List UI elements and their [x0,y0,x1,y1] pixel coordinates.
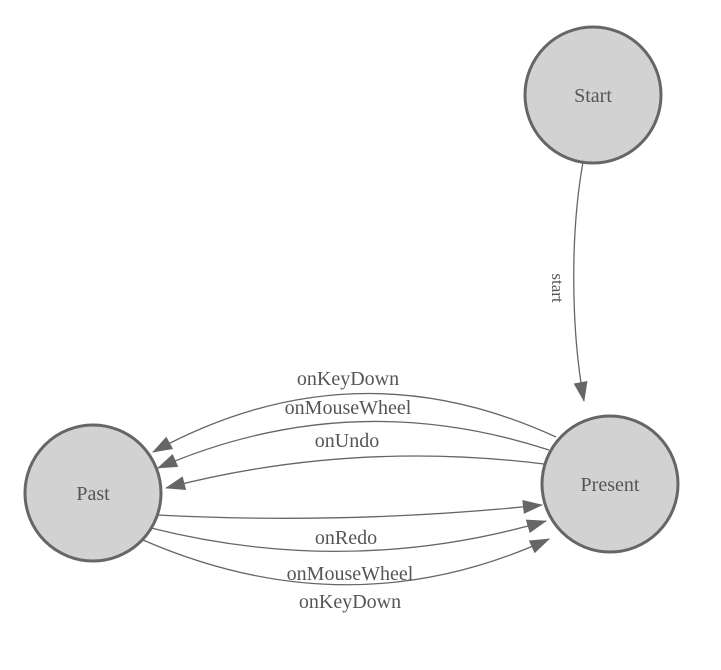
edge-past-to-present-onmousewheel[interactable] [150,519,547,553]
edge-present-to-past-onkeydown[interactable] [152,392,557,453]
edge-past-to-present-onredo[interactable] [156,500,543,519]
edge-label-onkeydown-top: onKeyDown [297,368,399,390]
edge-label-onmousewheel-top: onMouseWheel [285,397,412,419]
edge-present-to-past-onmousewheel[interactable] [157,420,550,469]
edge-label-onkeydown-bottom: onKeyDown [299,591,401,613]
state-node-present[interactable] [540,414,680,554]
edge-label-start: start [548,273,567,303]
edge-present-to-past-onundo[interactable] [165,455,545,490]
state-node-past[interactable] [23,423,163,563]
edge-label-onredo: onRedo [315,527,377,549]
edge-label-onundo: onUndo [315,430,379,452]
state-node-start[interactable] [523,25,663,165]
edge-past-to-present-onkeydown[interactable] [142,538,550,586]
edge-start-to-present[interactable] [573,161,588,402]
